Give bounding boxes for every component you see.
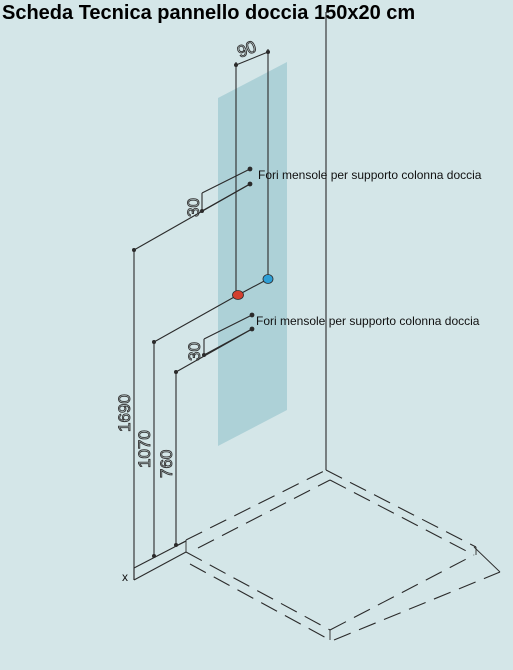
callout-upper-bracket-holes: Fori mensole per supporto colonna doccia bbox=[258, 168, 482, 182]
height-leaders bbox=[132, 183, 253, 581]
dimension-label-1070: 1070 bbox=[135, 430, 154, 468]
origin-label: x bbox=[122, 570, 128, 584]
cold-water-inlet bbox=[262, 274, 274, 284]
hot-water-inlet bbox=[232, 290, 244, 300]
shower-tray-outline bbox=[185, 469, 501, 641]
dimension-label-1690: 1690 bbox=[115, 394, 134, 432]
dimension-label-760: 760 bbox=[157, 450, 176, 478]
dimension-label-lower-30: 30 bbox=[185, 342, 204, 361]
callout-lower-bracket-holes: Fori mensole per supporto colonna doccia bbox=[256, 314, 480, 328]
shower-panel bbox=[218, 62, 287, 446]
dimension-label-upper-30: 30 bbox=[184, 198, 203, 217]
dimension-label-90: 90 bbox=[234, 37, 259, 62]
dimension-90 bbox=[234, 49, 270, 292]
page-title: Scheda Tecnica pannello doccia 150x20 cm bbox=[2, 2, 416, 24]
